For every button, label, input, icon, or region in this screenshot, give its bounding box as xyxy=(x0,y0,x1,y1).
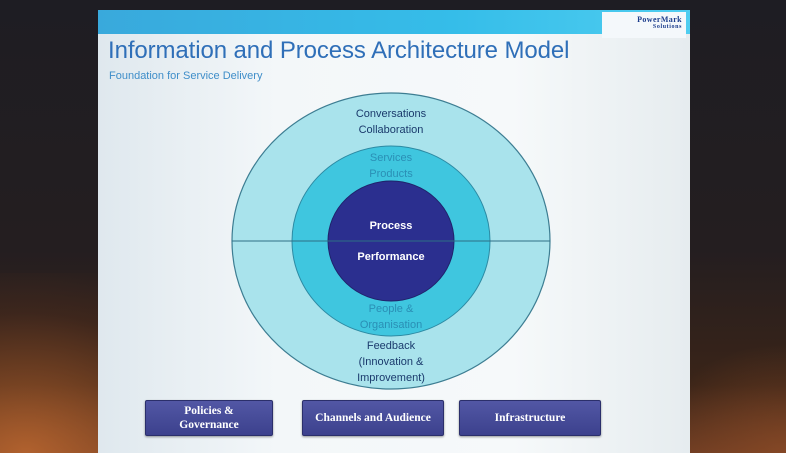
middle-bottom-line-1: People & xyxy=(369,303,414,315)
policies-governance-box: Policies & Governance xyxy=(145,400,273,436)
channels-audience-box: Channels and Audience xyxy=(302,400,444,436)
inner-top-label: Process xyxy=(370,220,413,232)
company-logo: PowerMark Solutions xyxy=(602,12,686,38)
middle-bottom-line-2: Organisation xyxy=(360,319,422,331)
slide-title: Information and Process Architecture Mod… xyxy=(108,37,570,64)
logo-line-1: PowerMark xyxy=(637,15,682,24)
infrastructure-box: Infrastructure xyxy=(459,400,601,436)
concentric-circle-diagram: Conversations Collaboration Services Pro… xyxy=(231,92,551,390)
slide-subtitle: Foundation for Service Delivery xyxy=(109,70,263,82)
outer-bottom-line-2: (Innovation & xyxy=(359,356,424,368)
middle-top-line-2: Products xyxy=(369,168,413,180)
projected-slide: PowerMark Solutions Information and Proc… xyxy=(98,10,690,453)
slide-header-bar xyxy=(98,10,690,34)
inner-bottom-label: Performance xyxy=(357,251,424,263)
logo-line-2: Solutions xyxy=(652,24,682,30)
outer-top-line-2: Collaboration xyxy=(359,124,424,136)
outer-top-line-1: Conversations xyxy=(356,108,427,120)
outer-bottom-line-3: Improvement) xyxy=(357,372,425,384)
outer-bottom-line-1: Feedback xyxy=(367,340,416,352)
middle-top-line-1: Services xyxy=(370,152,413,164)
